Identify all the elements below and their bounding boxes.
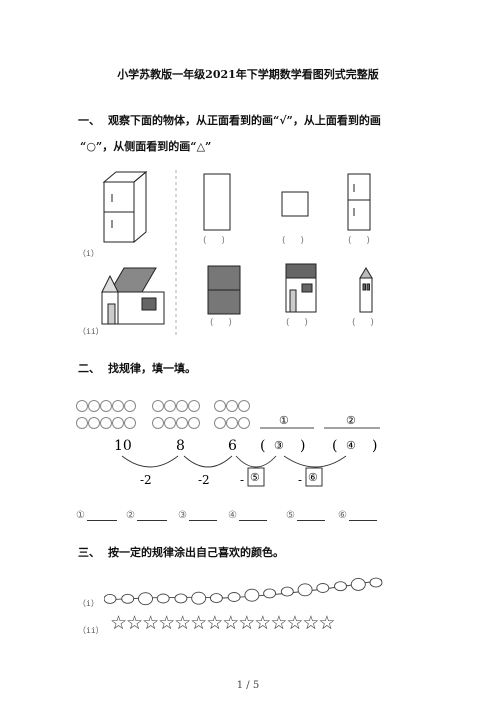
answer-paren-ii-3[interactable]: ( )	[352, 318, 380, 328]
page-number: 1 / 5	[236, 680, 260, 691]
answer-paren-i-1[interactable]: ( )	[203, 236, 231, 246]
answer-paren-ii-1[interactable]: ( )	[210, 318, 238, 328]
q3-label-i: （i）	[78, 599, 99, 608]
q3-label-ii: （ii）	[78, 626, 104, 635]
blank-6[interactable]: ⑥	[338, 510, 390, 521]
house-3d-image	[101, 267, 165, 325]
paren-close-2: )	[372, 438, 377, 454]
paren-close-1: )	[300, 438, 305, 454]
bead[interactable]	[121, 593, 135, 604]
answer-box-6	[305, 467, 323, 487]
cabinet-front-view	[203, 173, 231, 231]
blank-2[interactable]: ②	[126, 510, 178, 521]
answer-box-5	[247, 467, 265, 487]
bead[interactable]	[209, 593, 223, 604]
document-title: 小学苏教版一年级2021年下学期数学看图列式完整版	[117, 68, 379, 81]
circled-3: ③	[274, 439, 284, 452]
q1-label-ii: （ii）	[78, 327, 104, 336]
circled-1: ①	[279, 414, 289, 427]
minus-box-6: -	[298, 473, 302, 487]
minus-2-a: -2	[140, 473, 152, 487]
circled-5: ⑤	[250, 471, 260, 484]
house-front-view	[285, 263, 317, 313]
q2-answer-blanks: ① ② ③ ④ ⑤ ⑥	[76, 510, 390, 521]
bead[interactable]	[156, 593, 170, 604]
q1-line1: 一、观察下面的物体，从正面看到的画“√”，从上面看到的画	[78, 112, 381, 128]
cabinet-side-view	[347, 173, 371, 231]
circled-6: ⑥	[308, 471, 318, 484]
bead[interactable]	[263, 588, 277, 599]
bead[interactable]	[334, 581, 347, 592]
q1-text-line1: 观察下面的物体，从正面看到的画“√”，从上面看到的画	[108, 114, 381, 127]
blank-1[interactable]: ①	[76, 510, 126, 521]
cabinet-top-view	[281, 191, 309, 217]
circled-4: ④	[346, 439, 356, 452]
step-arcs	[121, 455, 347, 468]
bead[interactable]	[227, 592, 241, 602]
bead[interactable]	[280, 586, 294, 597]
q3-heading: 三、按一定的规律涂出自己喜欢的颜色。	[78, 544, 284, 560]
house-top-view	[207, 265, 241, 315]
number-8: 8	[176, 438, 185, 454]
bead[interactable]	[369, 577, 383, 588]
q1-figures	[101, 170, 373, 336]
q3-text: 按一定的规律涂出自己喜欢的颜色。	[108, 546, 284, 559]
answer-paren-i-3[interactable]: ( )	[348, 236, 376, 246]
bead[interactable]	[104, 593, 117, 604]
bead[interactable]	[244, 588, 260, 602]
beads	[104, 577, 383, 606]
paren-open-2: (	[332, 438, 337, 454]
bead[interactable]	[138, 592, 153, 606]
number-10: 10	[114, 438, 132, 454]
q1-number: 一、	[78, 114, 100, 127]
q2-text: 找规律，填一填。	[108, 362, 196, 375]
q2-number: 二、	[78, 362, 100, 375]
number-6: 6	[228, 438, 237, 454]
q2-pattern-figure: ① ② 10 8 6 ( ③ ) ( ④ ) -2 -2 - ⑤ - ⑥	[76, 400, 380, 487]
q1-text-line2: “○”，从侧面看到的画“△”	[80, 140, 212, 153]
minus-box-5: -	[240, 473, 244, 487]
bead[interactable]	[174, 593, 188, 604]
minus-2-b: -2	[198, 473, 210, 487]
blank-4[interactable]: ④	[228, 510, 286, 521]
q2-heading: 二、找规律，填一填。	[78, 360, 196, 376]
circle-groups	[76, 400, 250, 429]
bead[interactable]	[316, 583, 330, 593]
q3-number: 三、	[78, 546, 100, 559]
answer-paren-ii-2[interactable]: ( )	[286, 318, 314, 328]
bead[interactable]	[191, 591, 207, 605]
blank-5[interactable]: ⑤	[286, 510, 338, 521]
bead[interactable]	[297, 583, 313, 597]
bead[interactable]	[350, 577, 366, 591]
q1-label-i: （i）	[78, 249, 99, 258]
cabinet-3d-image	[102, 170, 148, 244]
circled-2: ②	[346, 414, 356, 427]
answer-paren-i-2[interactable]: ( )	[282, 236, 310, 246]
blank-3[interactable]: ③	[178, 510, 228, 521]
paren-open-1: (	[260, 438, 265, 454]
bead-string	[104, 577, 383, 606]
star-row[interactable]: ☆☆☆☆☆☆☆☆☆☆☆☆☆☆	[110, 612, 335, 634]
house-side-view	[359, 267, 373, 313]
